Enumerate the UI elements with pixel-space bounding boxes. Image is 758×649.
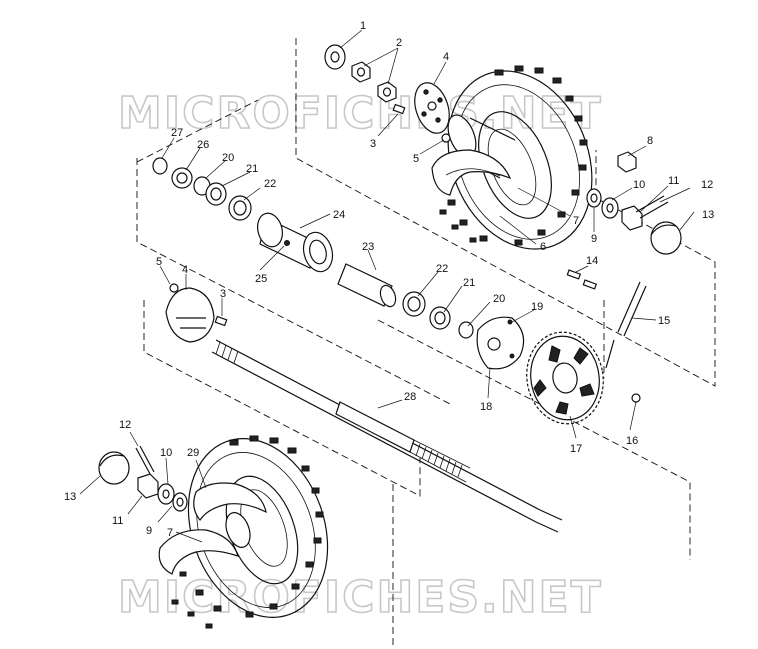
callout-24: 24 — [333, 209, 345, 221]
callout-10-bottom: 10 — [160, 447, 172, 459]
callout-27: 27 — [171, 127, 183, 139]
callout-13-top: 13 — [702, 209, 714, 221]
callout-5-left: 5 — [156, 256, 162, 268]
callout-16: 16 — [626, 435, 638, 447]
bearing-housing-group — [152, 157, 397, 308]
callout-26: 26 — [197, 139, 209, 151]
callout-23: 23 — [362, 241, 374, 253]
upper-right-wheel — [431, 65, 593, 250]
upper-washer-and-nuts — [324, 44, 397, 103]
callout-4-top: 4 — [443, 51, 449, 63]
callout-6: 6 — [540, 241, 546, 253]
callout-7-bottom: 7 — [167, 527, 173, 539]
callout-14: 14 — [586, 255, 598, 267]
callout-28: 28 — [404, 391, 416, 403]
watermark-top: MICROFICHES.NET — [118, 88, 603, 139]
callout-22-top: 22 — [264, 178, 276, 190]
callout-7-top: 7 — [573, 215, 579, 227]
watermark-bottom: MICROFICHES.NET — [118, 572, 603, 623]
callout-22-mid: 22 — [436, 263, 448, 275]
callout-4-left: 4 — [182, 264, 188, 276]
callout-21-mid: 21 — [463, 277, 475, 289]
lower-left-wheel — [158, 435, 329, 629]
middle-bearing-group — [402, 291, 474, 339]
upper-hub-flange — [414, 82, 450, 134]
callout-13-bottom: 13 — [64, 491, 76, 503]
callout-9-bottom: 9 — [146, 525, 152, 537]
callout-3-left: 3 — [220, 288, 226, 300]
callout-20-mid: 20 — [493, 293, 505, 305]
callout-12-bottom: 12 — [119, 419, 131, 431]
callout-1: 1 — [360, 20, 366, 32]
callout-3-top: 3 — [370, 138, 376, 150]
callout-12-top: 12 — [701, 179, 713, 191]
lower-axle-nut-parts — [98, 445, 188, 512]
callout-21-top: 21 — [246, 163, 258, 175]
callout-2: 2 — [396, 37, 402, 49]
callout-11-top: 11 — [668, 175, 679, 187]
leader-lines — [79, 29, 695, 543]
callout-15: 15 — [658, 315, 670, 327]
rear-axle-shaft — [211, 339, 563, 533]
callout-18: 18 — [480, 401, 492, 413]
left-hub-flange — [165, 283, 228, 343]
callout-19: 19 — [531, 301, 543, 313]
callout-29: 29 — [187, 447, 199, 459]
callout-17: 17 — [570, 443, 582, 455]
callout-10-top: 10 — [633, 179, 645, 191]
upper-axle-nut-parts — [586, 151, 682, 255]
callout-labels: 1 2 3 4 5 6 7 8 9 10 11 12 13 14 15 16 1… — [64, 20, 714, 539]
drive-sprocket — [526, 331, 604, 425]
callout-9-top: 9 — [591, 233, 597, 245]
sprocket-hub — [476, 316, 525, 370]
callout-8: 8 — [647, 135, 653, 147]
callout-11-bottom: 11 — [112, 515, 123, 527]
callout-25: 25 — [255, 273, 267, 285]
callout-20-top: 20 — [222, 152, 234, 164]
callout-5-top: 5 — [413, 153, 419, 165]
